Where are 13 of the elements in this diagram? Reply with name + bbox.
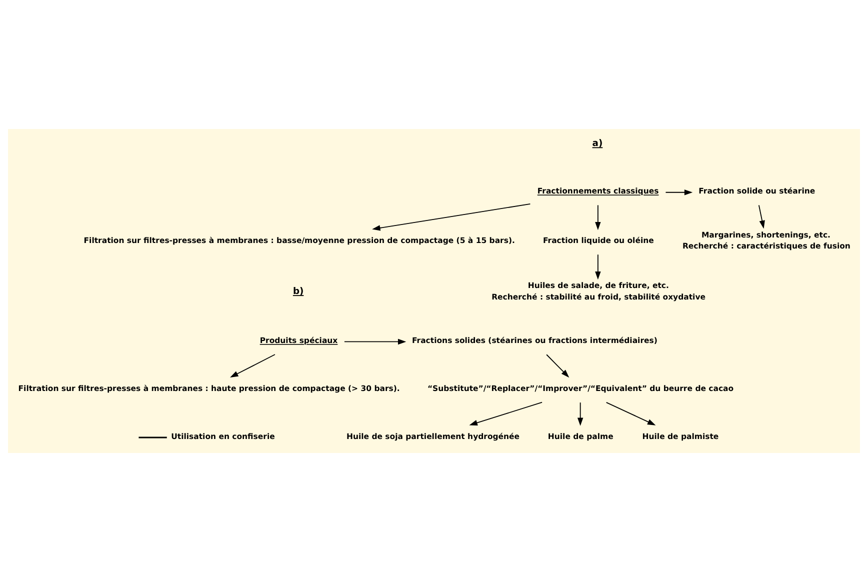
arrow <box>469 401 542 426</box>
arrow <box>577 402 584 426</box>
arrow <box>665 189 693 195</box>
arrow <box>344 338 406 344</box>
label: b) <box>292 286 304 297</box>
arrow <box>546 354 570 378</box>
arrow <box>595 254 601 280</box>
label: a) <box>592 138 603 149</box>
arrow <box>758 204 765 228</box>
arrow <box>595 204 601 230</box>
arrow <box>372 202 531 230</box>
arrow <box>606 401 656 425</box>
arrow <box>230 354 276 377</box>
